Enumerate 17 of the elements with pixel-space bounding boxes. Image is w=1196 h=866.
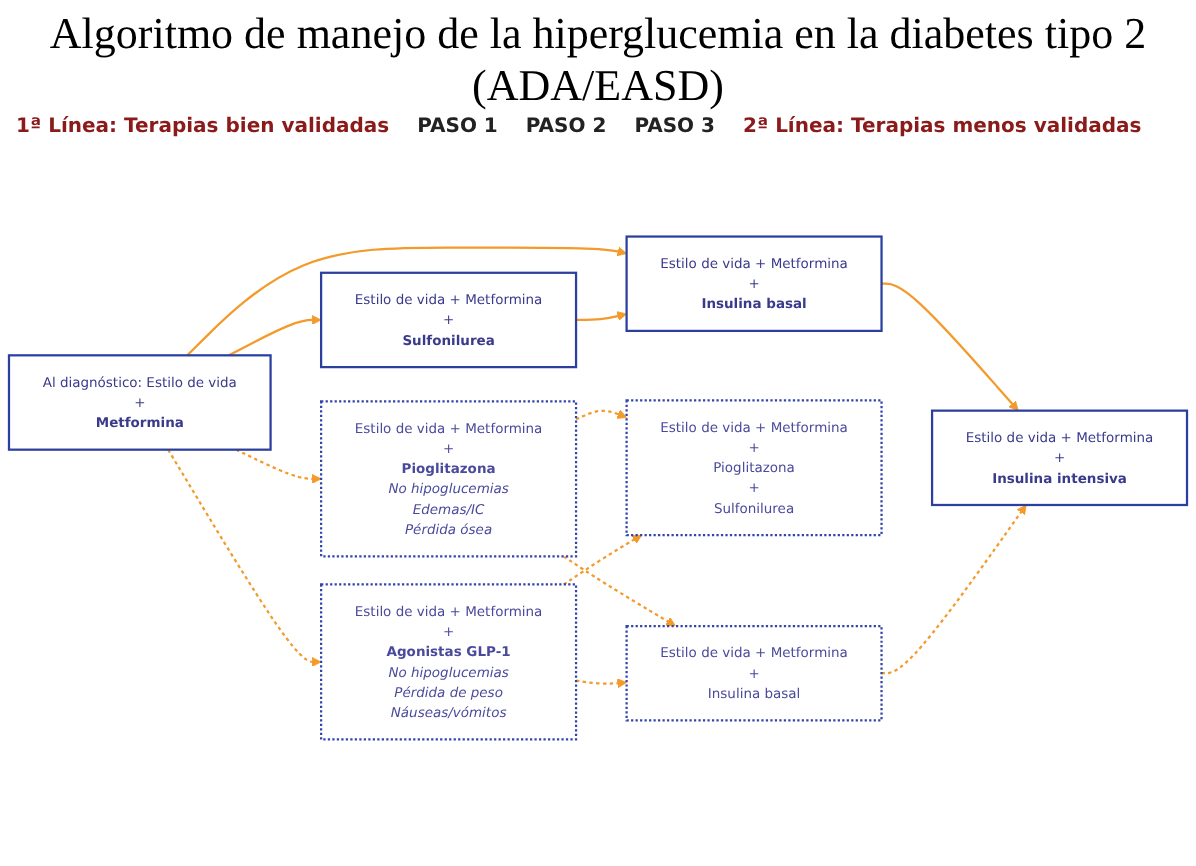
arrow [228, 315, 322, 357]
arrow [186, 246, 628, 357]
arrow [575, 409, 628, 421]
arrow [881, 504, 1027, 675]
arrow [576, 311, 628, 322]
diagram-title: Algoritmo de manejo de la hiperglucemia en la diabetes tipo 2 (ADA/EASD) [47, 8, 1149, 112]
section-heading: 2ª Línea: Terapias menos validadas [742, 116, 1142, 138]
arrow [563, 555, 676, 627]
step-label: PASO 3 [634, 116, 715, 138]
arrow [167, 449, 322, 667]
arrow [881, 282, 1019, 412]
arrow [575, 678, 628, 689]
step-label: PASO 1 [417, 116, 498, 138]
arrow [563, 534, 643, 586]
step-label: PASO 2 [525, 116, 607, 138]
arrow [235, 448, 322, 484]
section-heading: 1ª Línea: Terapias bien validadas [16, 116, 390, 138]
